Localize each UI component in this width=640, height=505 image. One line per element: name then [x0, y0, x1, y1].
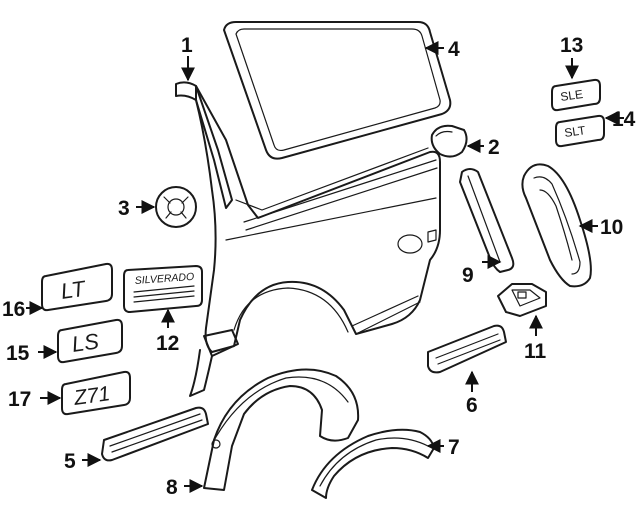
leader-lines — [26, 41, 624, 493]
rocker-moulding — [101, 406, 209, 462]
quarter-panel — [175, 81, 441, 397]
sle-badge-text: SLE — [559, 87, 583, 104]
ls-badge-text: LS — [70, 328, 100, 357]
callout-8: 8 — [166, 476, 178, 499]
tail-lamp-bezel — [521, 163, 592, 288]
slt-emblem — [555, 114, 605, 148]
door-moulding — [427, 324, 507, 374]
z71-emblem — [61, 370, 131, 416]
callout-5: 5 — [64, 450, 76, 473]
callout-1: 1 — [181, 34, 193, 57]
silverado-emblem — [123, 265, 203, 313]
callout-16: 16 — [2, 298, 25, 321]
callout-17: 17 — [8, 388, 31, 411]
sle-emblem — [551, 78, 601, 112]
callout-2: 2 — [488, 136, 500, 159]
fuel-door — [430, 124, 468, 158]
callout-11: 11 — [524, 340, 547, 363]
fuel-cap — [155, 186, 197, 228]
lt-badge-text: LT — [59, 276, 88, 304]
callout-9: 9 — [462, 264, 474, 287]
callout-7: 7 — [448, 436, 460, 459]
callout-10: 10 — [600, 216, 623, 239]
silverado-badge-text: SILVERADO — [134, 271, 194, 287]
callout-labels: 1 2 3 4 5 6 7 8 9 10 11 12 13 14 15 16 1… — [2, 34, 636, 499]
lt-emblem — [41, 262, 113, 312]
callout-3: 3 — [118, 197, 130, 220]
pillar-trim-strip — [459, 168, 515, 273]
rear-wheel-flare — [311, 428, 435, 499]
ls-emblem — [57, 318, 123, 364]
quarter-window-glass — [223, 21, 452, 160]
mounting-bracket — [497, 283, 547, 317]
callout-4: 4 — [448, 38, 460, 61]
slt-badge-text: SLT — [563, 123, 587, 140]
callout-13: 13 — [560, 34, 583, 57]
z71-badge-text: Z71 — [72, 382, 112, 410]
callout-14: 14 — [612, 108, 636, 131]
callout-6: 6 — [466, 394, 478, 417]
callout-12: 12 — [156, 332, 179, 355]
wheel-opening-flare — [203, 368, 360, 491]
callout-15: 15 — [6, 342, 30, 365]
